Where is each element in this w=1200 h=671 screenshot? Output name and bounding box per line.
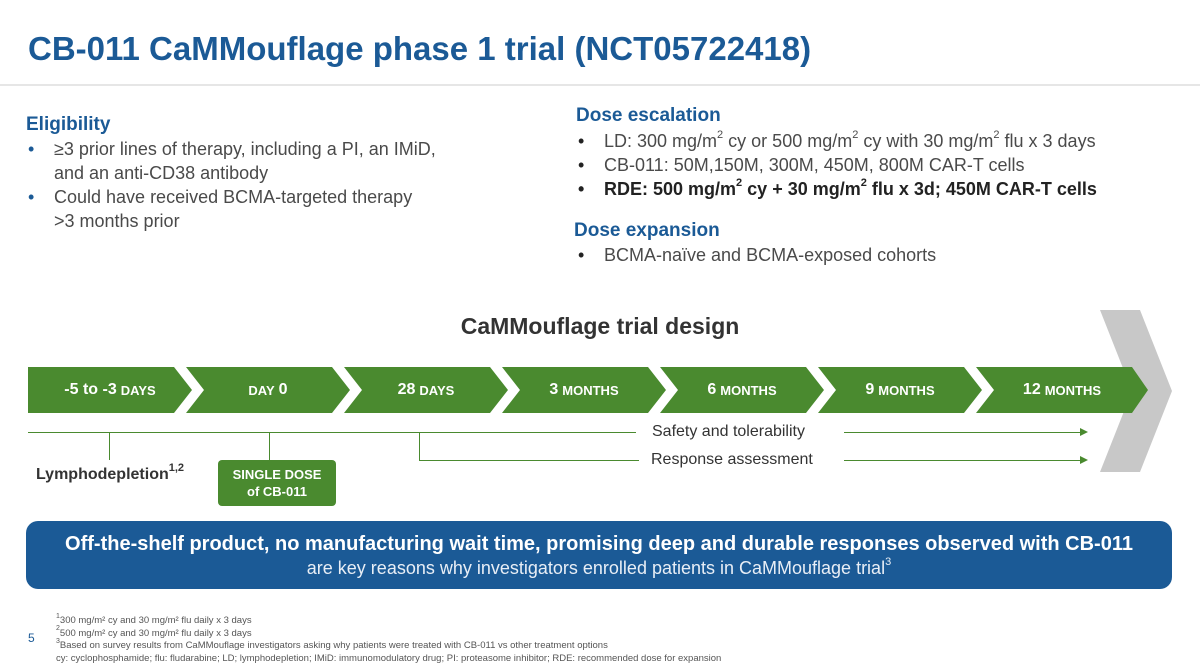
eligibility-list: • ≥3 prior lines of therapy, including a… bbox=[26, 137, 436, 233]
footnote-2: 2500 mg/m² cy and 30 mg/m² flu daily x 3… bbox=[56, 625, 252, 639]
banner-line-2: are key reasons why investigators enroll… bbox=[306, 556, 892, 579]
footnote-3: 3Based on survey results from CaMMouflag… bbox=[56, 637, 608, 651]
eligibility-bullet-2: • Could have received BCMA-targeted ther… bbox=[28, 187, 413, 231]
response-baseline bbox=[419, 460, 639, 461]
eligibility-heading: Eligibility bbox=[26, 114, 111, 135]
safety-arrow-line bbox=[844, 432, 1080, 433]
response-label: Response assessment bbox=[651, 451, 813, 468]
dose-escalation-rde: •RDE: 500 mg/m2 cy + 30 mg/m2 flu x 3d; … bbox=[578, 177, 1097, 200]
page-number: 5 bbox=[28, 631, 35, 645]
dose-escalation-ld: •LD: 300 mg/m2 cy or 500 mg/m2 cy with 3… bbox=[578, 129, 1096, 152]
dose-escalation-list: •LD: 300 mg/m2 cy or 500 mg/m2 cy with 3… bbox=[576, 129, 1097, 201]
slide-title: CB-011 CaMMouflage phase 1 trial (NCT057… bbox=[28, 30, 812, 67]
dose-expansion-list: •BCMA-naïve and BCMA-exposed cohorts bbox=[576, 243, 936, 267]
dose-escalation-heading: Dose escalation bbox=[576, 105, 721, 126]
footnote-abbreviations: cy: cyclophosphamide; flu: fludarabine; … bbox=[56, 652, 722, 664]
lymphodepletion-connector bbox=[109, 432, 110, 460]
trial-design-title: CaMMouflage trial design bbox=[460, 313, 740, 339]
response-arrow-icon bbox=[1080, 456, 1088, 464]
lymphodepletion-label: Lymphodepletion1,2 bbox=[36, 461, 185, 483]
footnote-1: 1300 mg/m² cy and 30 mg/m² flu daily x 3… bbox=[56, 612, 252, 626]
dose-expansion-heading: Dose expansion bbox=[574, 220, 720, 241]
title-divider bbox=[0, 84, 1200, 86]
safety-baseline bbox=[28, 432, 636, 433]
single-dose-badge: SINGLE DOSE of CB-011 bbox=[218, 460, 336, 506]
key-message-banner: Off-the-shelf product, no manufacturing … bbox=[26, 521, 1172, 589]
dose-expansion-bullet: •BCMA-naïve and BCMA-exposed cohorts bbox=[578, 245, 937, 265]
response-arrow-line bbox=[844, 460, 1080, 461]
banner-line-1: Off-the-shelf product, no manufacturing … bbox=[65, 533, 1133, 555]
dose-escalation-cb011: •CB-011: 50M,150M, 300M, 450M, 800M CAR-… bbox=[578, 155, 1025, 175]
safety-arrow-icon bbox=[1080, 428, 1088, 436]
safety-label: Safety and tolerability bbox=[652, 423, 805, 440]
single-dose-connector bbox=[269, 432, 270, 460]
response-connector bbox=[419, 432, 420, 460]
eligibility-bullet-1: • ≥3 prior lines of therapy, including a… bbox=[28, 139, 436, 183]
footnotes: 1300 mg/m² cy and 30 mg/m² flu daily x 3… bbox=[56, 612, 722, 665]
